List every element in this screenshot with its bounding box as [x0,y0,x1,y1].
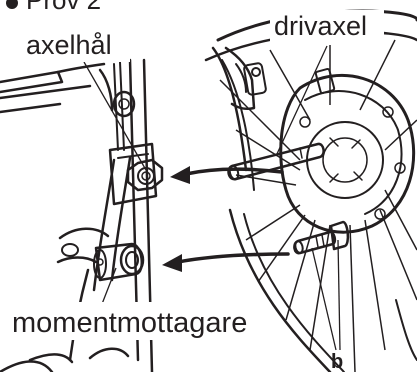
leader-b-2 [338,240,340,350]
label-drive-axle: drivaxel [274,11,367,41]
label-axle-hole: axelhål [26,30,112,60]
arrow-bolt-to-receiver [178,254,288,262]
arrow-head-lower [162,254,182,272]
arrow-head-upper [170,166,190,184]
label-torque-receiver: momentmottagare [12,307,247,339]
insertion-arrows [162,166,288,272]
bullet-icon [6,0,18,9]
heading-text: Prov 2 [26,0,101,15]
heading: Prov 2 [6,0,101,15]
label-b: b [331,351,343,372]
arrow-axle-to-hole [186,169,282,174]
leader-drive-axle [276,46,327,156]
